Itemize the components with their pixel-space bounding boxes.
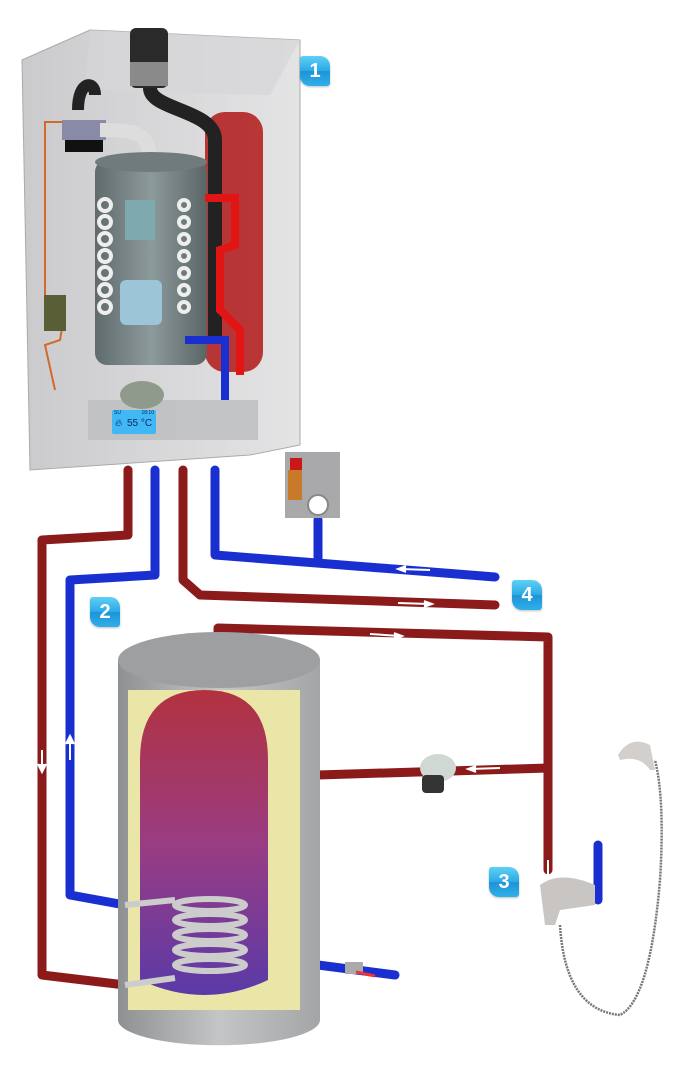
flame-icon: 🔥︎ [115, 418, 123, 429]
shower-head [618, 741, 655, 770]
badge-3: 3 [489, 867, 519, 897]
heat-exchanger-coils [97, 197, 191, 315]
heating-return-pipe [210, 465, 500, 582]
heating-flow-pipe [178, 465, 500, 610]
shower-mixer [540, 877, 595, 925]
primary-flow-pipe [37, 465, 133, 990]
shower-hose [558, 759, 663, 1017]
primary-return-pipe [65, 465, 160, 910]
flow-arrows [37, 565, 552, 885]
heat-exchanger [95, 160, 207, 365]
safety-group [285, 452, 340, 518]
display-temperature: 55 °C [127, 418, 153, 429]
tank-interior [140, 690, 268, 995]
boiler [21, 28, 301, 471]
hot-water-cylinder [118, 632, 320, 1046]
boiler-display: SU 18:10 🔥︎ 55 °C [112, 410, 156, 434]
badge-4: 4 [512, 580, 542, 610]
pressure-gauge [307, 494, 329, 516]
circulation-pump [120, 381, 164, 409]
badge-2: 2 [90, 597, 120, 627]
recirculation-pump [420, 754, 456, 793]
display-day: SU [114, 410, 121, 416]
gas-valve [44, 295, 66, 331]
display-time: 18:10 [141, 410, 154, 416]
cylinder-coil [124, 896, 248, 988]
badge-1: 1 [300, 56, 330, 86]
